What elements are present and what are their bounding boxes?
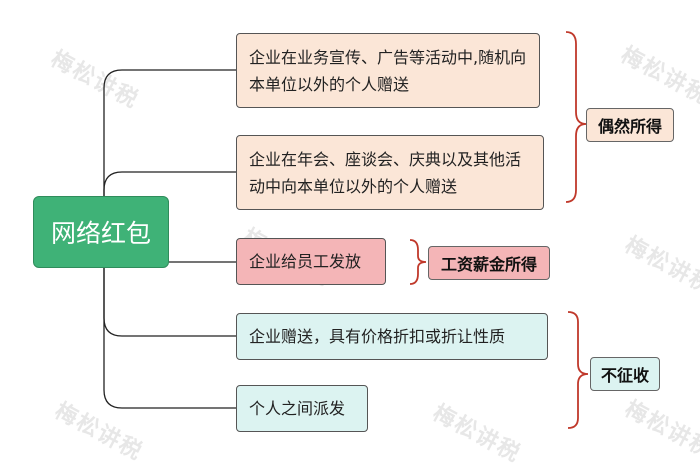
bracket-not-taxed	[567, 311, 589, 429]
branch-node-1: 企业在业务宣传、广告等活动中,随机向本单位以外的个人赠送	[236, 33, 540, 108]
category-not-taxed: 不征收	[590, 357, 660, 391]
connector-branch-5	[103, 268, 236, 409]
branch-node-5: 个人之间派发	[236, 385, 368, 432]
category-salary-income: 工资薪金所得	[428, 246, 550, 280]
trunk-line	[103, 69, 236, 196]
root-node: 网络红包	[33, 196, 169, 268]
connector-branch-4	[103, 268, 236, 337]
branch-node-4: 企业赠送，具有价格折扣或折让性质	[236, 313, 548, 360]
bracket-accidental-income	[565, 31, 587, 203]
bracket-salary-income	[409, 239, 427, 285]
branch-node-3: 企业给员工发放	[236, 238, 386, 285]
category-accidental-income: 偶然所得	[586, 108, 674, 142]
branch-node-2: 企业在年会、座谈会、庆典以及其他活动中向本单位以外的个人赠送	[236, 135, 544, 210]
connector-branch-2	[103, 171, 236, 196]
